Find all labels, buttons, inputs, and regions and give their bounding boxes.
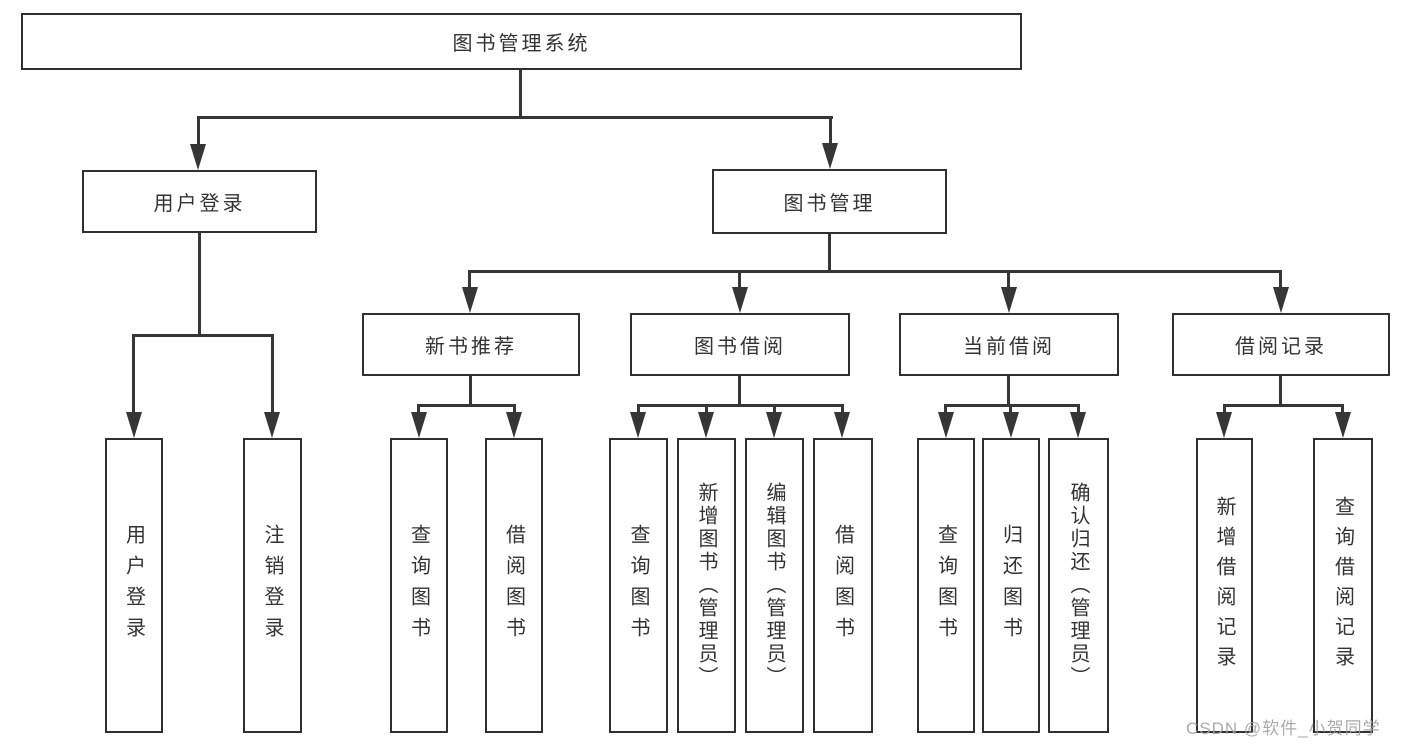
connector-arrowhead xyxy=(1070,412,1086,438)
connector-line xyxy=(828,234,831,273)
connector-line xyxy=(773,404,776,414)
connector-line xyxy=(738,270,741,289)
node-current-borrow: 当前借阅 xyxy=(899,313,1119,376)
connector-arrowhead xyxy=(126,412,142,438)
connector-line xyxy=(513,404,516,414)
connector-line xyxy=(1009,404,1012,414)
connector-line xyxy=(637,404,640,414)
connector-line xyxy=(1223,404,1344,407)
leaf-query-book-2: 查询图书 xyxy=(609,438,668,733)
watermark: CSDN @软件_小贺同学 xyxy=(1186,719,1381,738)
connector-line xyxy=(705,404,708,414)
connector-arrowhead xyxy=(411,412,427,438)
node-new-book-recommend: 新书推荐 xyxy=(362,313,580,376)
node-book-management-label: 图书管理 xyxy=(783,193,876,215)
connector-line xyxy=(417,404,516,407)
node-book-borrow: 图书借阅 xyxy=(630,313,850,376)
connector-arrowhead xyxy=(766,412,782,438)
node-user-login: 用户登录 xyxy=(82,170,317,233)
connector-arrowhead xyxy=(1003,412,1019,438)
leaf-edit-book-admin: 编辑图书（管理员） xyxy=(745,438,804,733)
leaf-borrow-book-1-label: 借阅图书 xyxy=(502,523,525,648)
connector-arrowhead xyxy=(1216,412,1232,438)
connector-line xyxy=(271,334,274,414)
node-book-borrow-label: 图书借阅 xyxy=(694,336,786,358)
connector-arrowhead xyxy=(1273,287,1289,313)
connector-line xyxy=(841,404,844,414)
node-borrow-records-label: 借阅记录 xyxy=(1235,336,1327,358)
connector-arrowhead xyxy=(506,412,522,438)
leaf-borrow-book-1: 借阅图书 xyxy=(485,438,543,733)
connector-arrowhead xyxy=(938,412,954,438)
connector-line xyxy=(132,334,274,337)
leaf-return-book: 归还图书 xyxy=(982,438,1040,733)
leaf-query-book-2-label: 查询图书 xyxy=(627,523,649,648)
connector-line xyxy=(468,270,471,289)
connector-line xyxy=(197,116,200,146)
connector-line xyxy=(197,116,833,119)
connector-line xyxy=(1279,270,1282,289)
leaf-borrow-book-2: 借阅图书 xyxy=(813,438,873,733)
leaf-user-login-label: 用户登录 xyxy=(122,523,145,648)
connector-line xyxy=(1223,404,1226,414)
connector-line xyxy=(1279,376,1282,406)
leaf-add-borrow-record-label: 新增借阅记录 xyxy=(1213,495,1235,676)
connector-line xyxy=(738,376,741,406)
leaf-add-book-admin-label: 新增图书（管理员） xyxy=(695,482,717,689)
leaf-return-book-label: 归还图书 xyxy=(999,523,1022,648)
connector-line xyxy=(198,233,201,337)
leaf-edit-book-admin-label: 编辑图书（管理员） xyxy=(763,482,785,689)
leaf-add-book-admin: 新增图书（管理员） xyxy=(677,438,736,733)
node-root-label: 图书管理系统 xyxy=(452,33,591,55)
connector-arrowhead xyxy=(1335,412,1351,438)
leaf-confirm-return-admin-label: 确认归还（管理员） xyxy=(1067,482,1089,689)
leaf-logout-label: 注销登录 xyxy=(261,523,283,648)
leaf-borrow-book-2-label: 借阅图书 xyxy=(831,523,854,648)
connector-line xyxy=(468,270,1282,273)
leaf-logout: 注销登录 xyxy=(243,438,302,733)
leaf-query-borrow-record-label: 查询借阅记录 xyxy=(1331,495,1354,676)
connector-arrowhead xyxy=(822,143,838,169)
connector-line xyxy=(944,404,947,414)
node-new-book-recommend-label: 新书推荐 xyxy=(425,336,517,358)
connector-arrowhead xyxy=(264,412,280,438)
connector-line xyxy=(1341,404,1344,414)
leaf-query-book-1-label: 查询图书 xyxy=(407,523,430,648)
connector-arrowhead xyxy=(732,287,748,313)
connector-line xyxy=(469,376,472,406)
connector-arrowhead xyxy=(462,287,478,313)
leaf-user-login: 用户登录 xyxy=(105,438,163,733)
node-book-management: 图书管理 xyxy=(712,169,947,234)
leaf-query-book-3-label: 查询图书 xyxy=(934,523,957,648)
connector-line xyxy=(944,404,1080,407)
connector-arrowhead xyxy=(1001,287,1017,313)
leaf-query-borrow-record: 查询借阅记录 xyxy=(1313,438,1373,733)
connector-arrowhead xyxy=(190,144,206,170)
connector-arrowhead xyxy=(630,412,646,438)
leaf-confirm-return-admin: 确认归还（管理员） xyxy=(1048,438,1109,733)
connector-line xyxy=(1007,270,1010,289)
connector-arrowhead xyxy=(834,412,850,438)
connector-line xyxy=(829,116,832,146)
leaf-query-book-3: 查询图书 xyxy=(917,438,975,733)
node-current-borrow-label: 当前借阅 xyxy=(963,336,1055,358)
leaf-query-book-1: 查询图书 xyxy=(390,438,448,733)
connector-line xyxy=(1077,404,1080,414)
connector-line xyxy=(132,334,135,414)
node-user-login-label: 用户登录 xyxy=(153,193,246,215)
connector-line xyxy=(519,70,522,118)
node-borrow-records: 借阅记录 xyxy=(1172,313,1390,376)
connector-line xyxy=(1007,376,1010,406)
connector-line xyxy=(417,404,420,414)
connector-arrowhead xyxy=(698,412,714,438)
connector-line xyxy=(637,404,844,407)
node-root: 图书管理系统 xyxy=(21,13,1022,70)
leaf-add-borrow-record: 新增借阅记录 xyxy=(1196,438,1253,733)
